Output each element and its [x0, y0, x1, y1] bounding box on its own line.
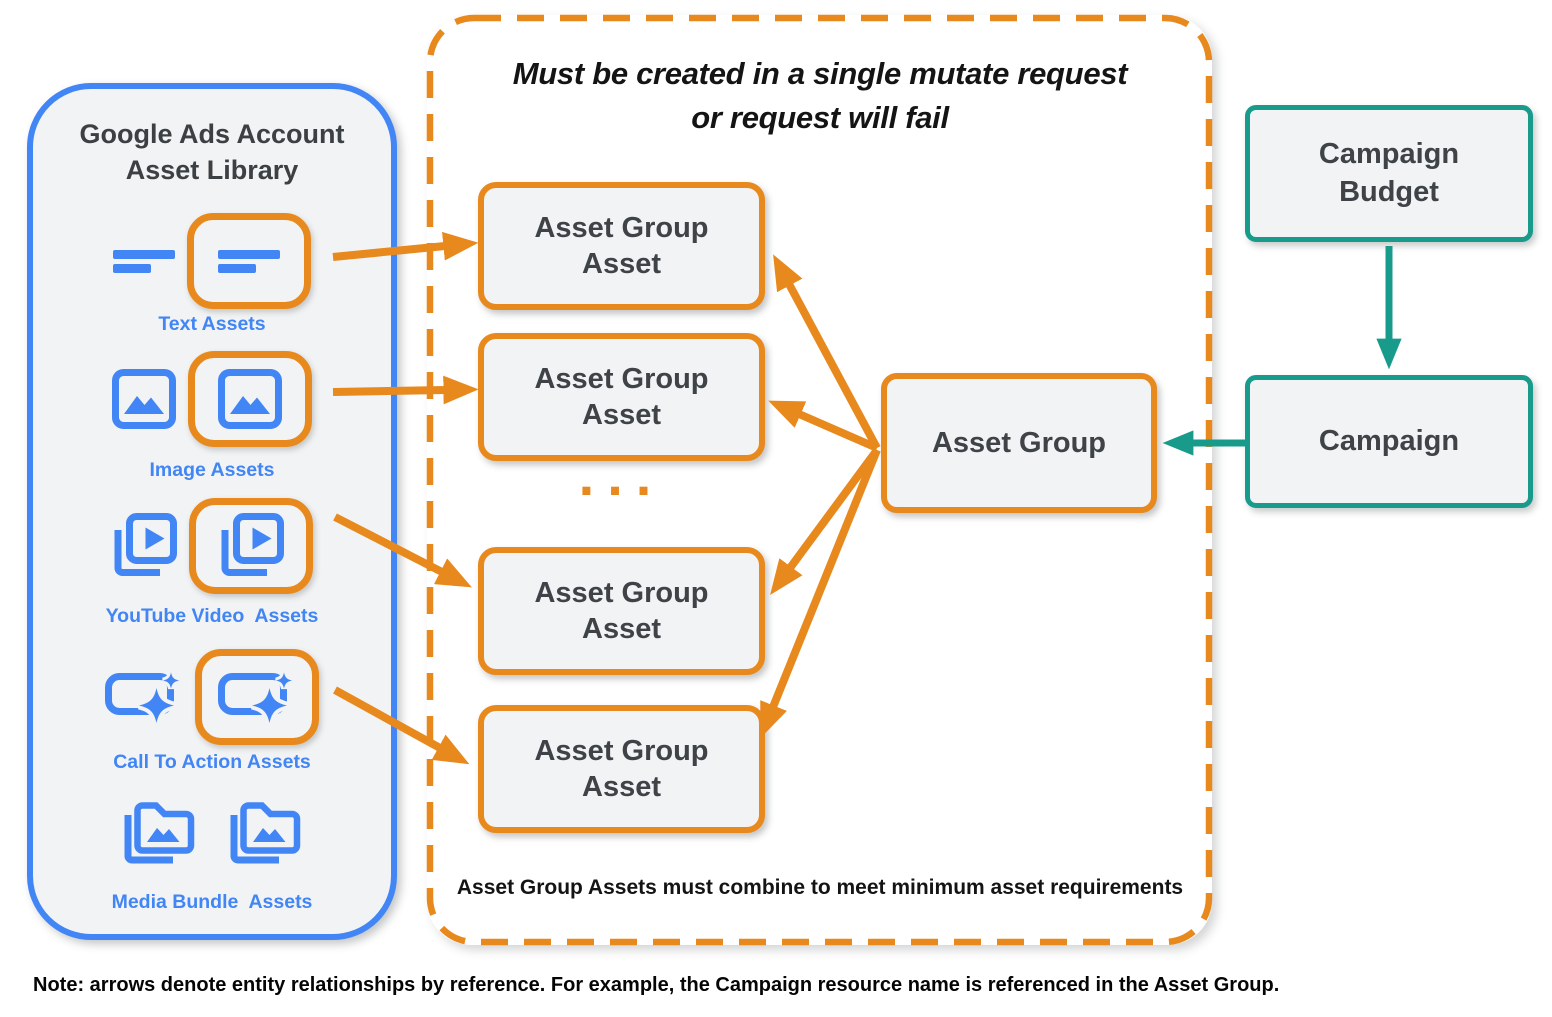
media-bundle-assets-label: Media Bundle Assets [111, 891, 313, 913]
text-assets-row [33, 213, 391, 309]
image-assets-row [33, 351, 391, 447]
call-to-action-asset-icon [105, 668, 183, 726]
media-bundle-assets-row [33, 789, 391, 869]
more-assets-ellipsis: ... [578, 444, 665, 507]
mutate-title-line-2: or request will fail [691, 100, 949, 136]
reference-note: Note: arrows denote entity relationships… [33, 974, 1280, 996]
youtube-video-asset-icon [218, 513, 284, 579]
mutate-panel-title: Must be created in a single mutate reque… [455, 52, 1185, 140]
youtube-assets-row [33, 498, 391, 594]
asset-group-box: Asset Group [881, 373, 1157, 513]
image-asset-icon [218, 369, 282, 429]
text-assets-label: Text Assets [158, 313, 266, 335]
text-asset-highlight-chip [187, 213, 311, 309]
cta-assets-row [33, 649, 391, 745]
cta-assets-label: Call To Action Assets [113, 751, 311, 773]
campaign-budget-box: Campaign Budget [1245, 105, 1533, 242]
youtube-assets-label: YouTube Video Assets [105, 605, 319, 627]
image-asset-icon [112, 369, 176, 429]
media-bundle-asset-icon [227, 794, 303, 864]
mutate-panel-footnote: Asset Group Assets must combine to meet … [456, 876, 1184, 899]
text-asset-icon [218, 250, 280, 273]
asset-group-asset-box-1: Asset Group Asset [478, 182, 765, 310]
campaign-box: Campaign [1245, 375, 1533, 508]
image-assets-label: Image Assets [149, 459, 275, 481]
image-asset-highlight-chip [188, 351, 312, 447]
asset-group-asset-box-4: Asset Group Asset [478, 705, 765, 833]
cta-asset-highlight-chip [195, 649, 319, 745]
asset-group-asset-box-2: Asset Group Asset [478, 333, 765, 461]
youtube-video-asset-icon [111, 513, 177, 579]
asset-group-asset-box-3: Asset Group Asset [478, 547, 765, 675]
asset-library-panel: Google Ads Account Asset Library Text As… [27, 83, 397, 940]
media-bundle-asset-icon [121, 794, 197, 864]
asset-library-title: Google Ads Account Asset Library [79, 119, 351, 185]
call-to-action-asset-icon [218, 668, 296, 726]
mutate-title-line-1: Must be created in a single mutate reque… [512, 56, 1128, 91]
text-asset-icon [113, 250, 175, 273]
youtube-asset-highlight-chip [189, 498, 313, 594]
